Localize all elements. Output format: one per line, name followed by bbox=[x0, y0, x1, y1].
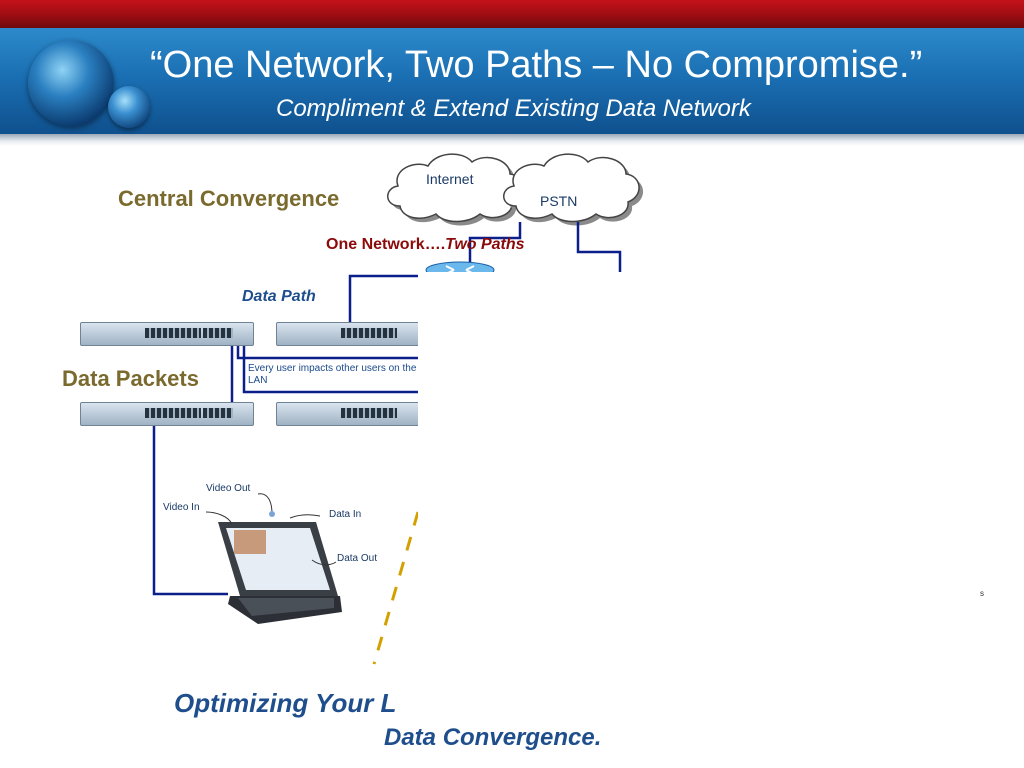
laptop-icon bbox=[218, 522, 342, 624]
switch-3 bbox=[80, 402, 254, 426]
internet-label: Internet bbox=[426, 171, 474, 187]
stray-text: s bbox=[980, 589, 984, 598]
pstn-cloud-icon bbox=[503, 153, 644, 226]
data-packets-label: Data Packets bbox=[62, 366, 199, 391]
footer-line-1: Optimizing Your L bbox=[174, 688, 397, 718]
one-network-label: One Network….Two Paths bbox=[326, 236, 525, 254]
data-path-label: Data Path bbox=[242, 288, 316, 305]
data-out-arrow-icon bbox=[311, 559, 337, 566]
data-in-label: Data In bbox=[329, 509, 362, 520]
header-banner bbox=[0, 28, 1024, 136]
globe-logo-icon bbox=[28, 40, 114, 126]
small-globe-icon bbox=[108, 86, 150, 128]
slide-subtitle: Compliment & Extend Existing Data Networ… bbox=[276, 95, 751, 122]
blank-content-area bbox=[418, 272, 1018, 712]
internet-link-line bbox=[468, 222, 522, 262]
video-out-arrow-icon bbox=[257, 493, 273, 515]
slide-title: “One Network, Two Paths – No Compromise.… bbox=[150, 44, 923, 86]
dashed-divider bbox=[372, 511, 420, 665]
internet-cloud-icon bbox=[387, 153, 528, 226]
data-out-label: Data Out bbox=[337, 553, 378, 564]
pstn-label: PSTN bbox=[540, 193, 578, 209]
two-paths-text: Two Paths bbox=[445, 236, 525, 253]
data-in-arrow-icon bbox=[289, 514, 321, 519]
switch-uplink-line bbox=[236, 344, 420, 360]
router-to-core-line bbox=[348, 274, 440, 330]
lan-impact-note: Every user impacts other users on the LA… bbox=[248, 363, 417, 386]
video-out-label: Video Out bbox=[206, 483, 251, 494]
pstn-link-line bbox=[576, 222, 622, 282]
footer-line-2: Data Convergence. bbox=[384, 724, 602, 751]
video-in-label: Video In bbox=[163, 502, 200, 513]
video-in-arrow-icon bbox=[205, 511, 233, 525]
header-divider bbox=[0, 134, 1024, 146]
switch-1 bbox=[80, 322, 254, 346]
one-network-text: One Network…. bbox=[326, 236, 446, 253]
central-convergence-label: Central Convergence bbox=[118, 186, 340, 211]
laptop-link-line bbox=[152, 424, 228, 596]
top-red-bar bbox=[0, 0, 1024, 28]
webcam-icon bbox=[269, 511, 275, 517]
switch-uplink-line-2 bbox=[242, 344, 420, 394]
